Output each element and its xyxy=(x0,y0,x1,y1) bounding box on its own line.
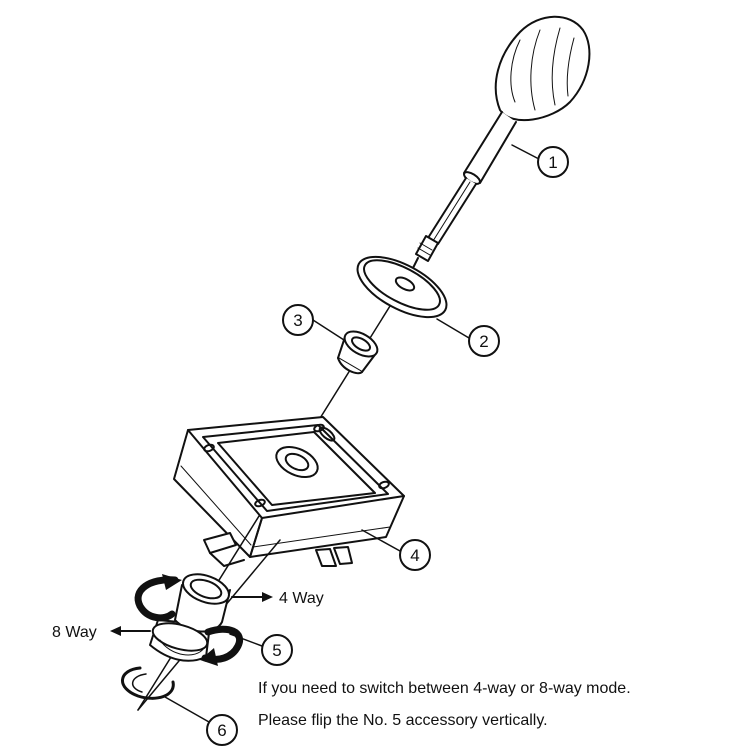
eight-way-label: 8 Way xyxy=(52,624,97,641)
instruction-line-1: If you need to switch between 4-way or 8… xyxy=(258,680,631,697)
four-way-label: 4 Way xyxy=(279,590,324,607)
leader-lines xyxy=(164,144,538,723)
callout-6-circle xyxy=(206,714,238,746)
rotation-arrows xyxy=(134,574,244,666)
eight-way-arrow-head xyxy=(110,626,121,636)
callout-4-circle xyxy=(399,539,431,571)
callout-2-number: 2 xyxy=(479,332,488,351)
callout-1-number: 1 xyxy=(548,153,557,172)
callout-3-circle xyxy=(282,304,314,336)
part-2-dust-washer xyxy=(356,255,448,319)
rotation-arrow-head-lower xyxy=(200,648,218,666)
callout-1-circle xyxy=(537,146,569,178)
part-6-e-clip xyxy=(121,666,175,700)
instruction-line-2: Please flip the No. 5 accessory vertical… xyxy=(258,712,548,729)
callout-4-number: 4 xyxy=(410,546,419,565)
callout-3-number: 3 xyxy=(293,311,302,330)
part-3-collar xyxy=(337,330,379,375)
part-5-restrictor xyxy=(149,573,231,662)
callout-6-number: 6 xyxy=(217,721,226,740)
four-way-arrow-head xyxy=(262,592,273,602)
part-4-mounting-base xyxy=(173,416,405,567)
mode-arrows xyxy=(110,592,273,636)
callout-5-circle xyxy=(261,634,293,666)
callout-5-number: 5 xyxy=(272,641,281,660)
rotation-arrow-head-upper xyxy=(162,574,182,590)
part-1-ball-top-shaft xyxy=(405,15,591,283)
callout-2-circle xyxy=(468,325,500,357)
